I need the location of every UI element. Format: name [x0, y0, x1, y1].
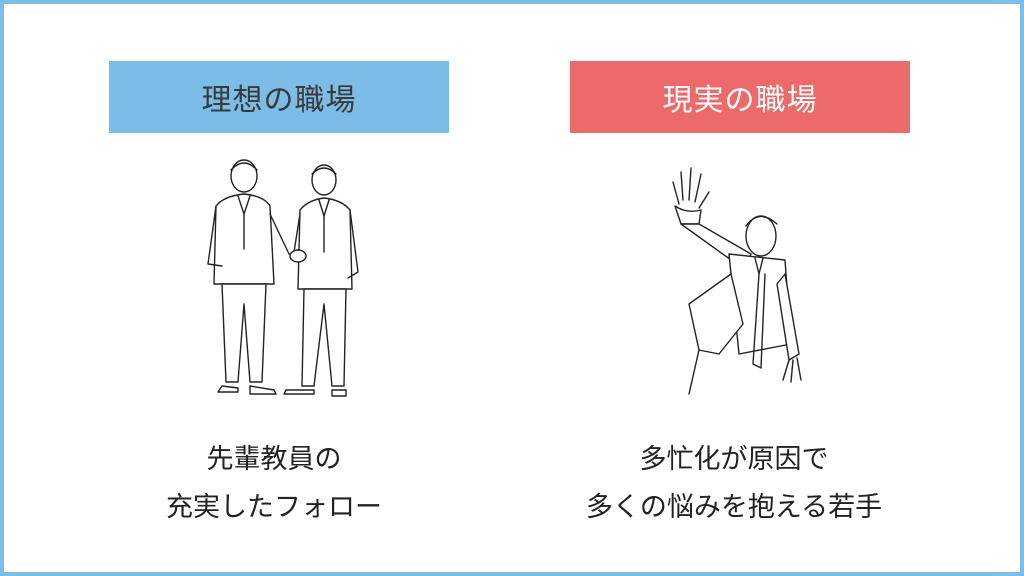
ideal-caption: 先輩教員の 充実したフォロー: [104, 436, 444, 532]
ideal-workplace-title: 理想の職場: [201, 83, 357, 118]
real-workplace-title: 現実の職場: [662, 83, 818, 118]
ideal-workplace-label: 理想の職場: [109, 61, 449, 133]
struggling-person-illustration: [659, 154, 809, 404]
handshake-illustration: [194, 154, 374, 404]
struggling-person-icon: [672, 167, 802, 395]
reality-caption-line-2: 多くの悩みを抱える若手: [585, 492, 883, 523]
ideal-caption-line-1: 先輩教員の: [206, 444, 342, 475]
real-workplace-label: 現実の職場: [570, 61, 910, 133]
ideal-caption-line-2: 充実したフォロー: [166, 492, 382, 523]
handshake-icon: [207, 159, 359, 397]
reality-caption-line-1: 多忙化が原因で: [639, 444, 829, 475]
reality-caption: 多忙化が原因で 多くの悩みを抱える若手: [524, 436, 944, 532]
